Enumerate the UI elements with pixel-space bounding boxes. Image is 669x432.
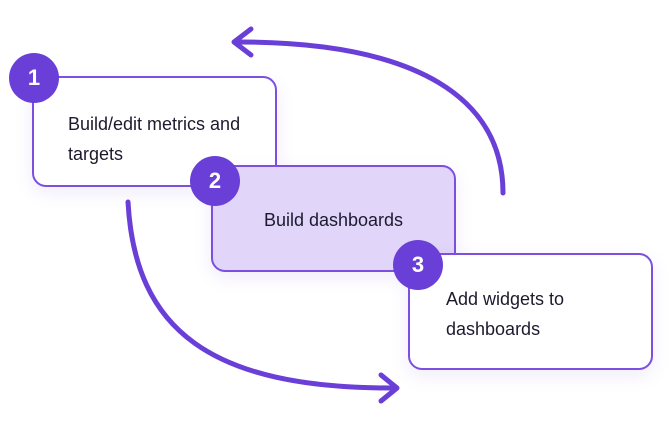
step-2-label: Build dashboards	[263, 210, 404, 230]
step-3-card: Add widgets to dashboards	[408, 253, 653, 370]
loop-back-arrowhead	[231, 26, 254, 58]
step-1-badge: 1	[9, 53, 59, 103]
step-3-badge: 3	[393, 240, 443, 290]
step-1-label: Build/edit metrics and targets	[68, 114, 241, 164]
forward-arrowhead	[378, 372, 400, 404]
step-2-badge: 2	[190, 156, 240, 206]
step-3-label: Add widgets to dashboards	[446, 289, 565, 339]
